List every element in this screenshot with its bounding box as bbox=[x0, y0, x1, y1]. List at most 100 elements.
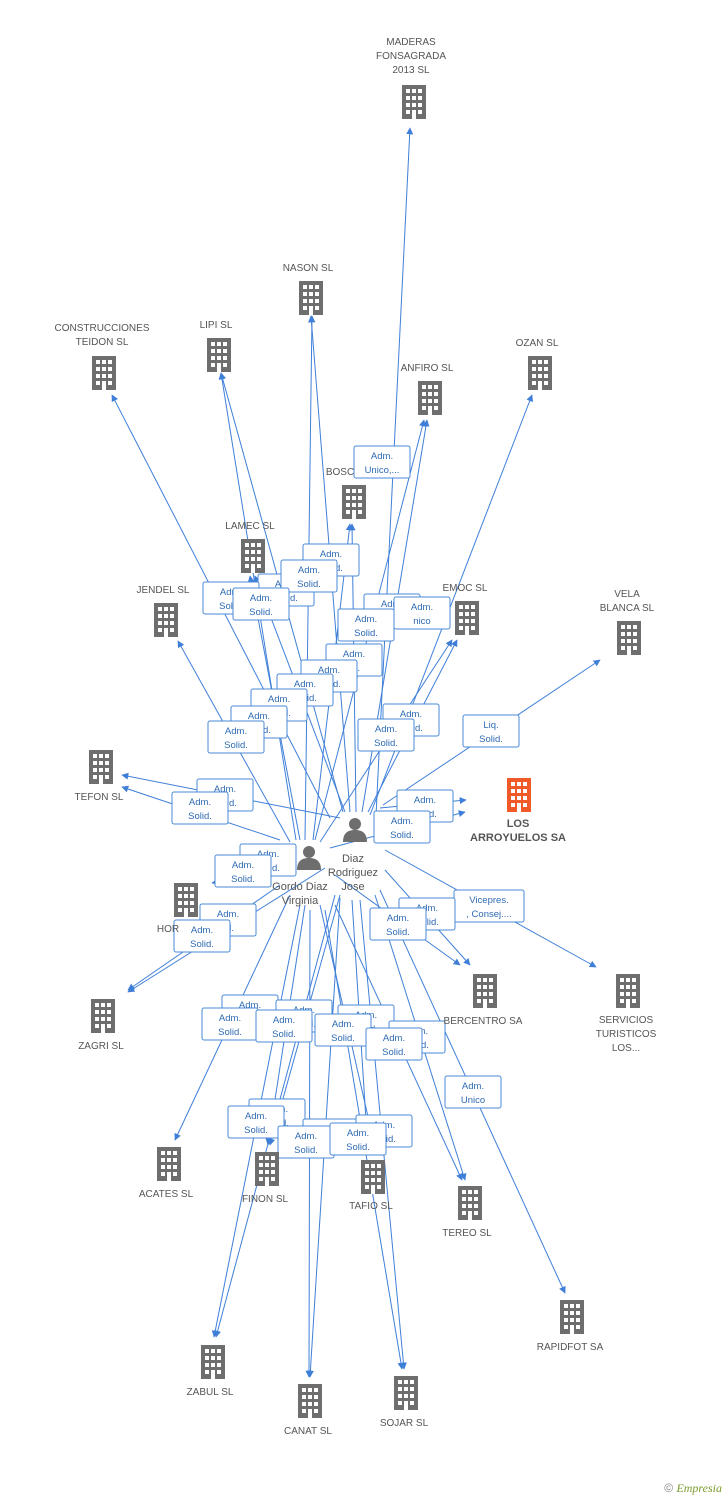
company-label: LOS... bbox=[612, 1043, 640, 1054]
role-label[interactable]: Adm.Unico bbox=[444, 1075, 502, 1109]
role-label-text: Adm. bbox=[332, 1019, 354, 1030]
person-label: Gordo Diaz bbox=[272, 881, 328, 893]
building-icon bbox=[174, 883, 198, 917]
role-label-text: Adm. bbox=[375, 724, 397, 735]
brand-logo[interactable]: Empresia bbox=[676, 1481, 722, 1495]
company-label: SOJAR SL bbox=[380, 1418, 429, 1429]
role-label[interactable]: Adm. Solid. bbox=[171, 791, 229, 825]
company-node-rapidfot[interactable]: RAPIDFOT SA bbox=[537, 1300, 604, 1353]
building-icon bbox=[241, 539, 265, 573]
role-label-box[interactable] bbox=[173, 919, 231, 953]
role-label[interactable]: Liq.Solid. bbox=[462, 714, 520, 748]
role-label-box[interactable] bbox=[227, 1105, 285, 1139]
role-label[interactable]: Vicepres., Consej.... bbox=[453, 889, 525, 923]
role-label[interactable]: Adm.Solid. bbox=[373, 810, 431, 844]
role-label-box[interactable] bbox=[357, 718, 415, 752]
role-label[interactable]: Adm.Solid. bbox=[329, 1122, 387, 1156]
role-label-text: Solid. bbox=[188, 811, 212, 822]
role-label-text: Adm. bbox=[391, 816, 413, 827]
company-label: MADERAS bbox=[386, 37, 436, 48]
role-label[interactable]: Adm.Solid. bbox=[232, 587, 290, 621]
role-label-text: Solid. bbox=[479, 734, 503, 745]
company-node-jendel[interactable]: JENDEL SL bbox=[137, 585, 190, 637]
role-label[interactable]: Adm.Solid. bbox=[357, 718, 415, 752]
role-label-text: Solid. bbox=[386, 927, 410, 938]
role-label-box[interactable] bbox=[369, 907, 427, 941]
role-label-text: Adm. bbox=[371, 451, 393, 462]
role-label-box[interactable] bbox=[280, 559, 338, 593]
role-label-box[interactable] bbox=[337, 608, 395, 642]
company-node-finon[interactable]: FINON SL bbox=[242, 1152, 289, 1205]
role-label[interactable]: Adm.Solid. bbox=[214, 854, 272, 888]
company-node-acates[interactable]: ACATES SL bbox=[139, 1147, 194, 1200]
company-node-bosc[interactable]: BOSC bbox=[326, 467, 366, 519]
role-label[interactable]: Adm.nico bbox=[393, 596, 451, 630]
company-node-emoc[interactable]: EMOC SL bbox=[442, 583, 488, 635]
role-label[interactable]: Adm.Solid. bbox=[280, 559, 338, 593]
company-label: ARROYUELOS SA bbox=[470, 832, 566, 844]
role-label[interactable]: Adm.Solid. bbox=[337, 608, 395, 642]
role-label-text: Adm. bbox=[347, 1128, 369, 1139]
role-label[interactable]: Adm.Solid. bbox=[227, 1105, 285, 1139]
role-label[interactable]: Adm.Solid. bbox=[314, 1013, 372, 1047]
building-icon bbox=[361, 1160, 385, 1194]
company-node-hor[interactable]: HOR bbox=[157, 883, 198, 935]
company-node-servicios[interactable]: SERVICIOSTURISTICOSLOS... bbox=[596, 974, 657, 1054]
role-label-box[interactable] bbox=[207, 720, 265, 754]
building-icon bbox=[92, 356, 116, 390]
role-label[interactable]: Adm.Solid. bbox=[255, 1009, 313, 1043]
company-node-anfiro[interactable]: ANFIRO SL bbox=[401, 363, 454, 415]
company-node-tafio[interactable]: TAFIO SL bbox=[349, 1160, 393, 1212]
company-node-nason[interactable]: NASON SL bbox=[283, 263, 334, 315]
building-icon bbox=[207, 338, 231, 372]
company-node-canat[interactable]: CANAT SL bbox=[284, 1384, 332, 1437]
role-label-box[interactable] bbox=[373, 810, 431, 844]
company-node-zagri[interactable]: ZAGRI SL bbox=[78, 999, 124, 1052]
role-label-box[interactable] bbox=[365, 1027, 423, 1061]
role-label[interactable]: Adm.Unico,... bbox=[353, 445, 411, 479]
role-label-text: Adm. bbox=[189, 797, 211, 808]
company-node-zabul[interactable]: ZABUL SL bbox=[187, 1345, 234, 1398]
company-label: SERVICIOS bbox=[599, 1015, 654, 1026]
role-label-box[interactable] bbox=[171, 791, 229, 825]
role-label-text: Adm. bbox=[381, 599, 403, 610]
role-label-box[interactable] bbox=[329, 1122, 387, 1156]
roles-layer: Adm.Unico,...Adm.Solid.Adm.Solid.Adm.Sol… bbox=[171, 445, 525, 1159]
role-label[interactable]: Adm.Solid. bbox=[173, 919, 231, 953]
company-node-tefon[interactable]: TEFON SL bbox=[75, 750, 124, 803]
role-label[interactable]: Adm.Solid. bbox=[277, 1125, 335, 1159]
role-label-text: Adm. bbox=[250, 593, 272, 604]
role-label-box[interactable] bbox=[353, 445, 411, 479]
company-node-sojar[interactable]: SOJAR SL bbox=[380, 1376, 429, 1429]
role-label[interactable]: Adm.Solid. bbox=[201, 1007, 259, 1041]
role-label[interactable]: Adm.Solid. bbox=[365, 1027, 423, 1061]
company-label: ANFIRO SL bbox=[401, 363, 454, 374]
role-label-text: Adm. bbox=[416, 903, 438, 914]
role-label[interactable]: Adm.Solid. bbox=[369, 907, 427, 941]
role-label-box[interactable] bbox=[232, 587, 290, 621]
role-label-box[interactable] bbox=[255, 1009, 313, 1043]
footer: © Empresia bbox=[664, 1481, 722, 1496]
company-label: OZAN SL bbox=[516, 338, 559, 349]
role-label-box[interactable] bbox=[462, 714, 520, 748]
building-icon bbox=[157, 1147, 181, 1181]
role-label[interactable]: Adm.Solid. bbox=[207, 720, 265, 754]
company-node-tereo[interactable]: TEREO SL bbox=[442, 1186, 492, 1239]
copyright-symbol: © bbox=[664, 1481, 674, 1495]
company-node-lipi[interactable]: LIPI SL bbox=[200, 320, 233, 372]
building-icon bbox=[91, 999, 115, 1033]
company-node-ozan[interactable]: OZAN SL bbox=[516, 338, 559, 390]
company-node-bercentro[interactable]: BERCENTRO SA bbox=[444, 974, 523, 1027]
role-label-text: Adm. bbox=[411, 602, 433, 613]
role-label-box[interactable] bbox=[444, 1075, 502, 1109]
role-label-text: Adm. bbox=[273, 1015, 295, 1026]
role-label-box[interactable] bbox=[214, 854, 272, 888]
building-icon bbox=[617, 621, 641, 655]
company-node-lamec[interactable]: LAMEC SL bbox=[225, 521, 275, 573]
